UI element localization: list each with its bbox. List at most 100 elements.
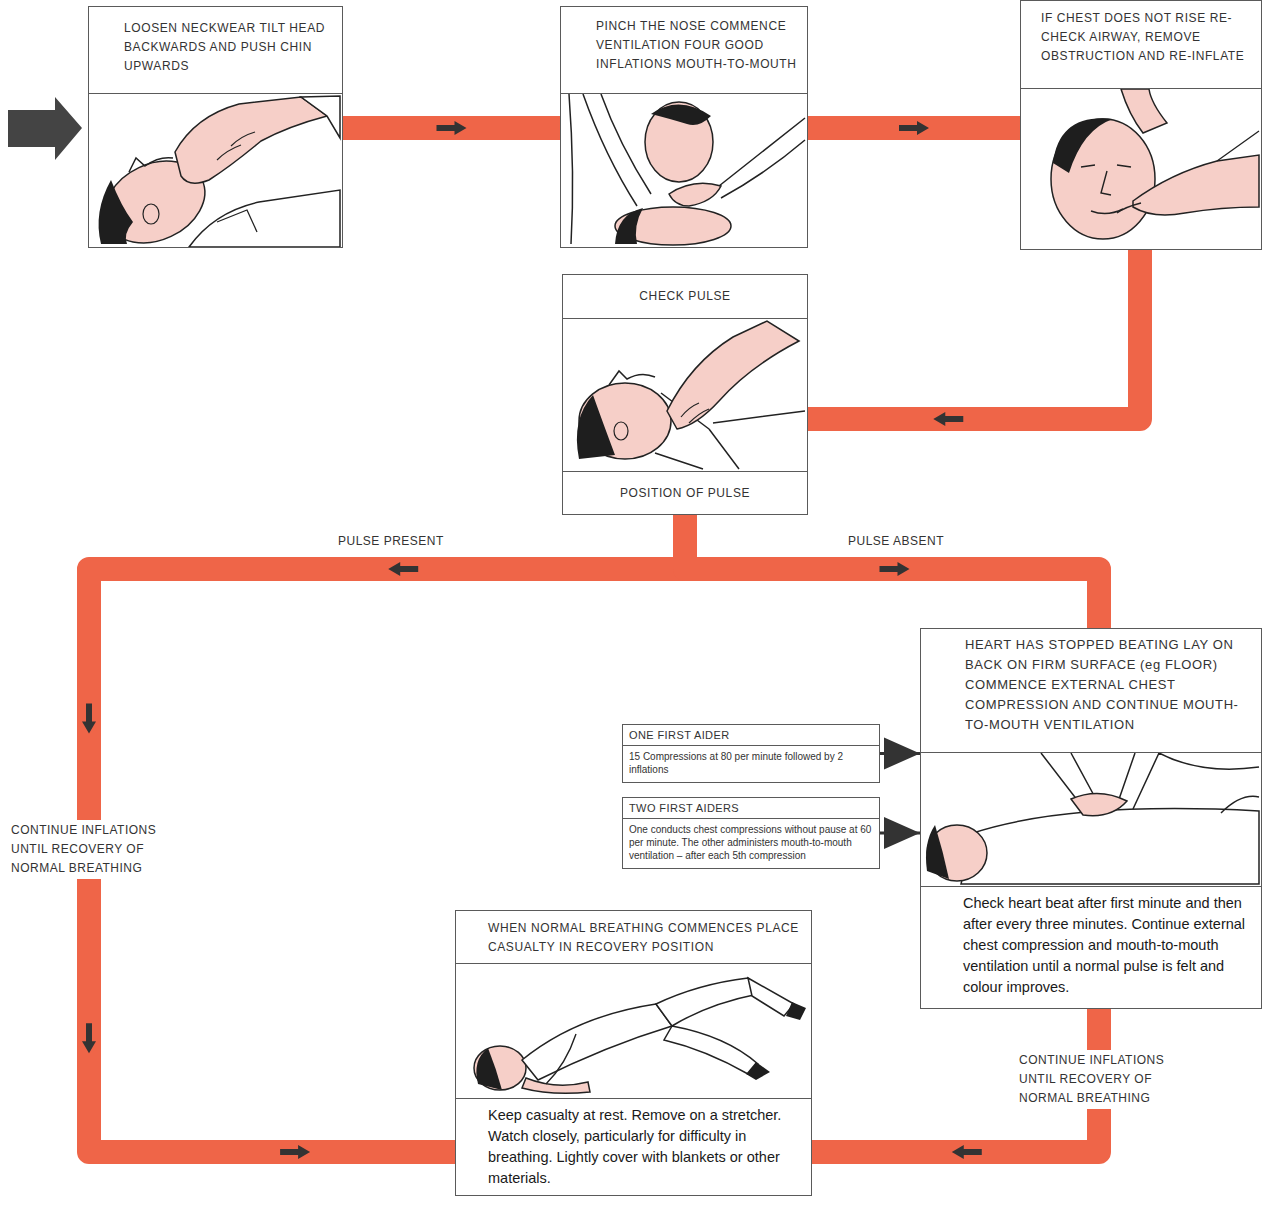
recovery-position-illustration <box>746 1002 806 1080</box>
box-text: 15 Compressions at 80 per minute followe… <box>623 746 879 782</box>
box-text: Keep casualty at rest. Remove on a stret… <box>456 1098 811 1195</box>
head-tilt-illustration <box>217 132 255 160</box>
flow-band <box>685 515 1099 628</box>
recovery-position-illustration <box>522 1004 672 1080</box>
pinch-nose-illustration <box>645 102 713 182</box>
pointer-head <box>884 817 920 849</box>
pinch-nose-illustration <box>669 183 721 206</box>
edge-label: CONTINUE INFLATIONS UNTIL RECOVERY OF NO… <box>1016 1050 1190 1109</box>
pulse-check-illustration <box>614 422 628 440</box>
box-heading: WHEN NORMAL BREATHING COMMENCES PLACE CA… <box>456 911 811 964</box>
illustration-area <box>921 753 1261 886</box>
airway-check-illustration <box>1117 131 1259 213</box>
chest-compression-illustration <box>1071 793 1127 815</box>
head-tilt-illustration <box>217 210 257 232</box>
pulse-box: CHECK PULSE POSITION OF PULSE <box>562 274 808 515</box>
pulse-check-illustration <box>609 371 655 385</box>
airway-check-illustration <box>1081 165 1131 214</box>
callout-box: TWO FIRST AIDERSOne conducts chest compr… <box>622 797 880 869</box>
flow-note: CONTINUE INFLATIONS UNTIL RECOVERY OF NO… <box>8 820 182 879</box>
pinch-nose-illustration <box>615 207 731 245</box>
pulse-check-illustration <box>577 321 805 469</box>
illustration-area <box>456 964 811 1098</box>
pinch-nose-illustration <box>569 94 573 244</box>
head-tilt-illustration <box>92 96 340 258</box>
cpr-box: HEART HAS STOPPED BEATING LAY ON BACK ON… <box>920 628 1262 1009</box>
direction-arrow <box>952 1145 982 1159</box>
box-text: Check heart beat after first minute and … <box>921 886 1261 1008</box>
callout-box: ONE FIRST AIDER15 Compressions at 80 per… <box>622 724 880 783</box>
chest-compression-illustration <box>926 825 949 879</box>
head-tilt-illustration <box>189 190 340 247</box>
pulse-check-illustration <box>667 321 799 429</box>
direction-arrow <box>280 1145 310 1159</box>
flow-band <box>343 116 560 140</box>
box-text: POSITION OF PULSE <box>563 471 807 514</box>
box-heading: IF CHEST DOES NOT RISE RE-CHECK AIRWAY, … <box>1021 1 1261 89</box>
illustration-area <box>1021 89 1261 249</box>
airway-check-illustration <box>1121 89 1167 133</box>
head-tilt-illustration <box>129 158 173 172</box>
box-heading: TWO FIRST AIDERS <box>623 798 879 819</box>
head-tilt-illustration <box>99 180 133 244</box>
direction-arrow <box>82 1023 96 1053</box>
step-box: PINCH THE NOSE COMMENCE VENTILATION FOUR… <box>560 6 808 248</box>
chest-compression-illustration <box>927 825 987 881</box>
airway-check-illustration <box>1133 155 1259 215</box>
airway-check-illustration <box>1053 118 1113 173</box>
flow-band <box>89 515 685 1152</box>
recovery-position-illustration <box>546 1034 576 1084</box>
recovery-position-illustration <box>474 1046 526 1090</box>
recovery-position-illustration <box>522 1078 590 1093</box>
direction-arrow <box>933 412 963 426</box>
direction-arrow <box>388 562 418 576</box>
recovery-position-illustration <box>748 978 794 1016</box>
flow-band <box>808 250 1140 419</box>
pinch-nose-illustration <box>651 104 711 125</box>
box-heading: HEART HAS STOPPED BEATING LAY ON BACK ON… <box>921 629 1261 753</box>
pinch-nose-illustration <box>615 208 643 244</box>
illustration-area <box>561 94 807 247</box>
box-heading: PINCH THE NOSE COMMENCE VENTILATION FOUR… <box>561 7 807 94</box>
recovery-position-illustration <box>476 1048 502 1090</box>
pulse-check-illustration <box>681 403 709 423</box>
flow-band <box>808 116 1020 140</box>
direction-arrow <box>82 704 96 734</box>
pinch-nose-illustration <box>583 94 651 206</box>
pinch-nose-illustration <box>569 94 805 245</box>
head-tilt-illustration <box>175 97 327 183</box>
step-box: IF CHEST DOES NOT RISE RE-CHECK AIRWAY, … <box>1020 0 1262 250</box>
direction-arrow <box>899 121 929 135</box>
entry-arrow <box>8 97 82 160</box>
direction-arrow <box>880 562 910 576</box>
box-heading: ONE FIRST AIDER <box>623 725 879 746</box>
direction-arrow <box>437 121 467 135</box>
pulse-check-illustration <box>709 411 805 469</box>
recovery-position-illustration <box>656 978 758 1026</box>
pulse-check-illustration <box>577 395 615 459</box>
pinch-nose-illustration <box>719 118 805 198</box>
recovery-position-illustration <box>664 1026 758 1074</box>
chest-compression-illustration <box>1041 753 1259 813</box>
illustration-area <box>563 319 807 471</box>
step-box: LOOSEN NECKWEAR TILT HEAD BACKWARDS AND … <box>88 6 343 248</box>
illustration-area <box>89 94 342 247</box>
chest-compression-illustration <box>961 809 1259 884</box>
chest-compression-illustration <box>926 753 1259 884</box>
airway-check-illustration <box>1051 89 1259 239</box>
edge-label: PULSE PRESENT <box>335 531 447 552</box>
box-text: One conducts chest compressions without … <box>623 819 879 868</box>
airway-check-illustration <box>1051 119 1155 239</box>
box-heading: CHECK PULSE <box>563 275 807 319</box>
recovery-position-illustration <box>474 978 806 1093</box>
pointer-head <box>884 738 920 770</box>
head-tilt-illustration <box>143 204 159 224</box>
flow-band <box>812 1009 1099 1152</box>
edge-label: PULSE ABSENT <box>845 531 947 552</box>
recovery-box: WHEN NORMAL BREATHING COMMENCES PLACE CA… <box>455 910 812 1196</box>
box-heading: LOOSEN NECKWEAR TILT HEAD BACKWARDS AND … <box>89 7 342 94</box>
head-tilt-illustration <box>301 96 340 138</box>
